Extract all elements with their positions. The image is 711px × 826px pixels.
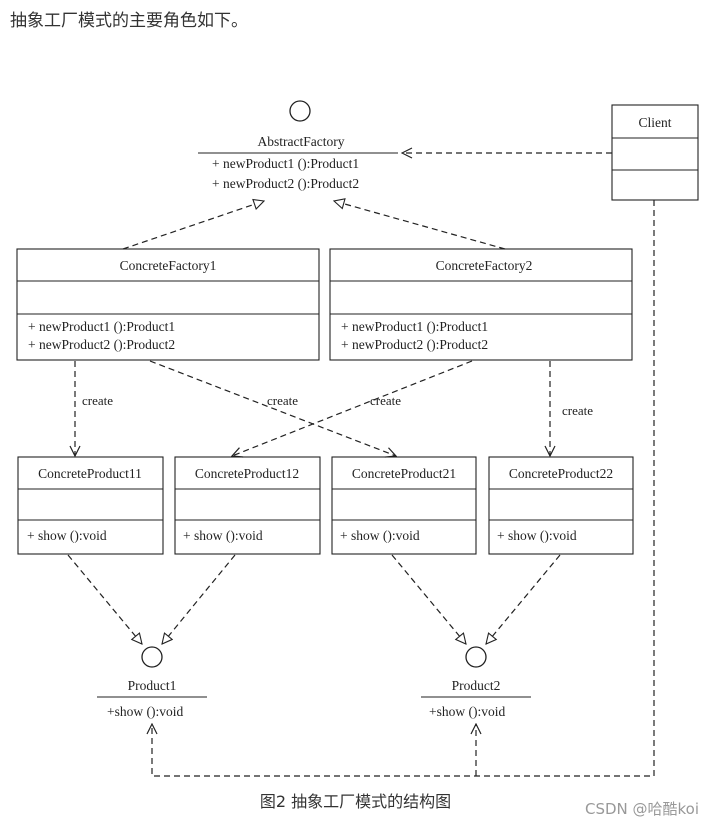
product-2-method: +show ():void [429,704,505,719]
concrete-factory-1-method-2: + newProduct2 ():Product2 [28,337,175,352]
concrete-product-22-method: + show ():void [497,528,577,543]
abstract-factory-method-1: + newProduct1 ():Product1 [212,156,359,171]
concrete-product-11-method: + show ():void [27,528,107,543]
product-2-interface: Product2 +show ():void [421,646,531,719]
intro-text: 抽象工厂模式的主要角色如下。 [10,11,248,31]
create-arrow-cf1-p21 [149,360,396,456]
concrete-product-11-name: ConcreteProduct11 [38,466,142,481]
interface-lollipop-icon [465,646,487,668]
client-name: Client [639,115,672,130]
concrete-product-22-name: ConcreteProduct22 [509,466,613,481]
concrete-factory-1-method-1: + newProduct1 ():Product1 [28,319,175,334]
abstract-factory-name: AbstractFactory [258,134,345,149]
client-class: Client [611,104,699,201]
concrete-product-11-class: ConcreteProduct11 + show ():void [17,456,164,555]
concrete-product-12-method: + show ():void [183,528,263,543]
concrete-factory-1-class: ConcreteFactory1 + newProduct1 ():Produc… [16,248,320,361]
figure-caption: 图2 抽象工厂模式的结构图 [259,792,452,811]
create-arrow-cf2-p12 [232,360,473,456]
interface-lollipop-icon [141,646,163,668]
concrete-product-21-method: + show ():void [340,528,420,543]
create-label-1: create [82,393,113,408]
realization-arrow-p22 [486,554,561,644]
concrete-factory-2-name: ConcreteFactory2 [436,258,533,273]
create-label-3: create [370,393,401,408]
concrete-product-12-name: ConcreteProduct12 [195,466,299,481]
concrete-factory-2-class: ConcreteFactory2 + newProduct1 ():Produc… [329,248,633,361]
abstract-factory-interface: AbstractFactory + newProduct1 ():Product… [198,100,398,191]
concrete-product-21-name: ConcreteProduct21 [352,466,456,481]
product-1-method: +show ():void [107,704,183,719]
realization-arrow-p21 [391,554,466,644]
concrete-product-22-class: ConcreteProduct22 + show ():void [488,456,634,555]
realization-arrow-p11 [67,554,142,644]
watermark: CSDN @哈酷koi [584,800,699,818]
concrete-factory-2-method-1: + newProduct1 ():Product1 [341,319,488,334]
concrete-product-21-class: ConcreteProduct21 + show ():void [331,456,477,555]
create-label-4: create [562,403,593,418]
concrete-product-12-class: ConcreteProduct12 + show ():void [174,456,321,555]
realization-arrow-cf2 [334,201,506,250]
realization-arrow-cf1 [122,201,264,250]
concrete-factory-2-method-2: + newProduct2 ():Product2 [341,337,488,352]
product-2-name: Product2 [452,678,501,693]
concrete-factory-1-name: ConcreteFactory1 [120,258,217,273]
create-label-2: create [267,393,298,408]
abstract-factory-method-2: + newProduct2 ():Product2 [212,176,359,191]
client-dependency-product-1 [152,200,655,777]
realization-arrow-p12 [162,554,236,644]
product-1-interface: Product1 +show ():void [97,646,207,719]
product-1-name: Product1 [128,678,177,693]
interface-lollipop-icon [289,100,311,122]
